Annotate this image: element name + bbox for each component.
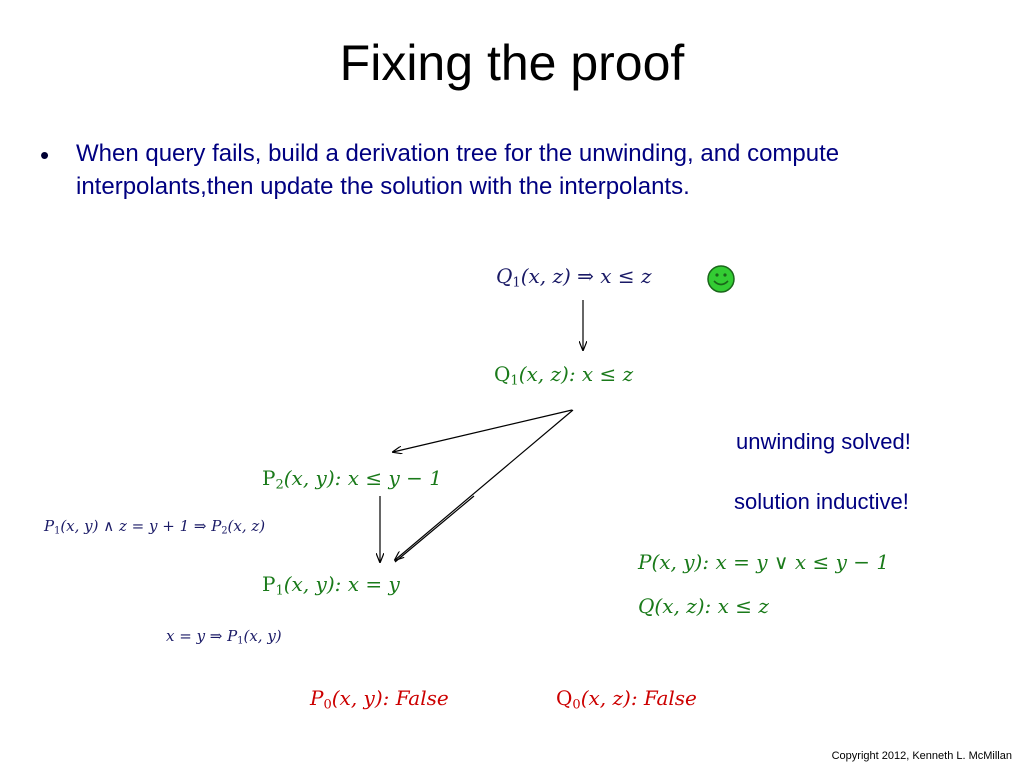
note-solution-inductive: solution inductive! (734, 489, 909, 514)
q0-false: Q0(x, z): False (556, 686, 697, 713)
clause-base-body: x = y ⇒ P (166, 627, 238, 645)
p0-sub: 0 (323, 697, 332, 713)
slide-title: Fixing the proof (339, 35, 685, 91)
tree-node-q1-rest: (x, z): x ≤ z (518, 362, 634, 386)
clause-base-args: (x, y) (243, 627, 282, 645)
arrow-q1-to-p1 (395, 409, 574, 560)
tree-node-p2: P2(x, y): x ≤ y − 1 (262, 466, 442, 493)
clause-base: x = y ⇒ P1(x, y) (166, 627, 282, 647)
tree-node-p1-rest: (x, y): x = y (283, 572, 400, 596)
tree-node-p1-pred: P (262, 572, 276, 596)
q0-sub: 0 (572, 697, 581, 713)
clause-p1-pred: P (44, 517, 55, 535)
query-formula: Q1(x, z) ⇒ x ≤ z (496, 264, 652, 291)
tree-node-p2-sub: 2 (275, 477, 284, 493)
p0-pred: P (310, 686, 324, 710)
p0-false: P0(x, y): False (310, 686, 449, 713)
arrow-q1-to-p2 (393, 409, 573, 452)
clause-p2-args: (x, z) (227, 517, 266, 535)
bullet-text: When query fails, build a derivation tre… (76, 140, 840, 200)
tree-node-p1-sub: 1 (275, 583, 284, 599)
tree-node-q1-sub: 1 (510, 373, 519, 389)
query-rest: (x, z) ⇒ x ≤ z (520, 264, 652, 288)
q0-rest: (x, z): False (580, 686, 697, 710)
tree-node-q1-pred: Q (494, 362, 511, 386)
tree-node-p2-pred: P (262, 466, 276, 490)
clause-p1-to-p2: P1(x, y) ∧ z = y + 1 ⇒ P2(x, z) (44, 517, 266, 537)
note-unwinding-solved: unwinding solved! (736, 429, 911, 454)
query-pred: Q (496, 264, 513, 288)
smiley-face-icon (707, 265, 735, 293)
copyright-footer: Copyright 2012, Kenneth L. McMillan (831, 750, 1012, 762)
clause-p2-sub: 2 (221, 525, 228, 537)
clause-base-sub: 1 (237, 635, 244, 647)
tree-node-q1: Q1(x, z): x ≤ z (494, 362, 634, 389)
bullet-marker: • (40, 140, 50, 170)
clause-p1-sub: 1 (54, 525, 61, 537)
solution-q: Q(x, z): x ≤ z (638, 594, 769, 618)
tree-node-p2-rest: (x, y): x ≤ y − 1 (283, 466, 442, 490)
query-sub: 1 (512, 275, 521, 291)
solution-p: P(x, y): x = y ∨ x ≤ y − 1 (638, 550, 890, 574)
tree-node-p1: P1(x, y): x = y (262, 572, 400, 599)
clause-p1-body: (x, y) ∧ z = y + 1 ⇒ P (60, 517, 222, 535)
q0-pred: Q (556, 686, 573, 710)
p0-rest: (x, y): False (331, 686, 449, 710)
arrow-extra-to-p1 (394, 495, 475, 563)
